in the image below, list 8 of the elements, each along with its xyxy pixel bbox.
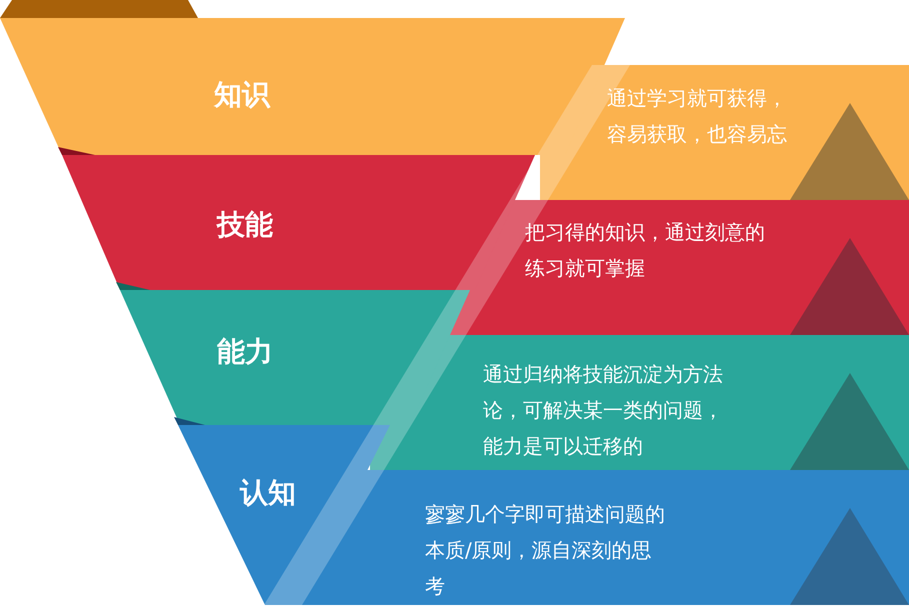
layer-title: 认知	[240, 475, 296, 511]
layer-description: 通过学习就可获得，容易获取，也容易忘	[607, 85, 788, 148]
layer-title: 技能	[217, 207, 273, 243]
layer-title: 能力	[217, 334, 273, 370]
layer-description: 寥寥几个字即可描述问题的本质/原则，源自深刻的思考	[425, 501, 666, 600]
layer-description: 通过归纳将技能沉淀为方法论，可解决某一类的问题，能力是可以迁移的	[483, 361, 724, 460]
layer-description: 把习得的知识，通过刻意的练习就可掌握	[525, 219, 766, 282]
layer-title: 知识	[214, 77, 270, 113]
